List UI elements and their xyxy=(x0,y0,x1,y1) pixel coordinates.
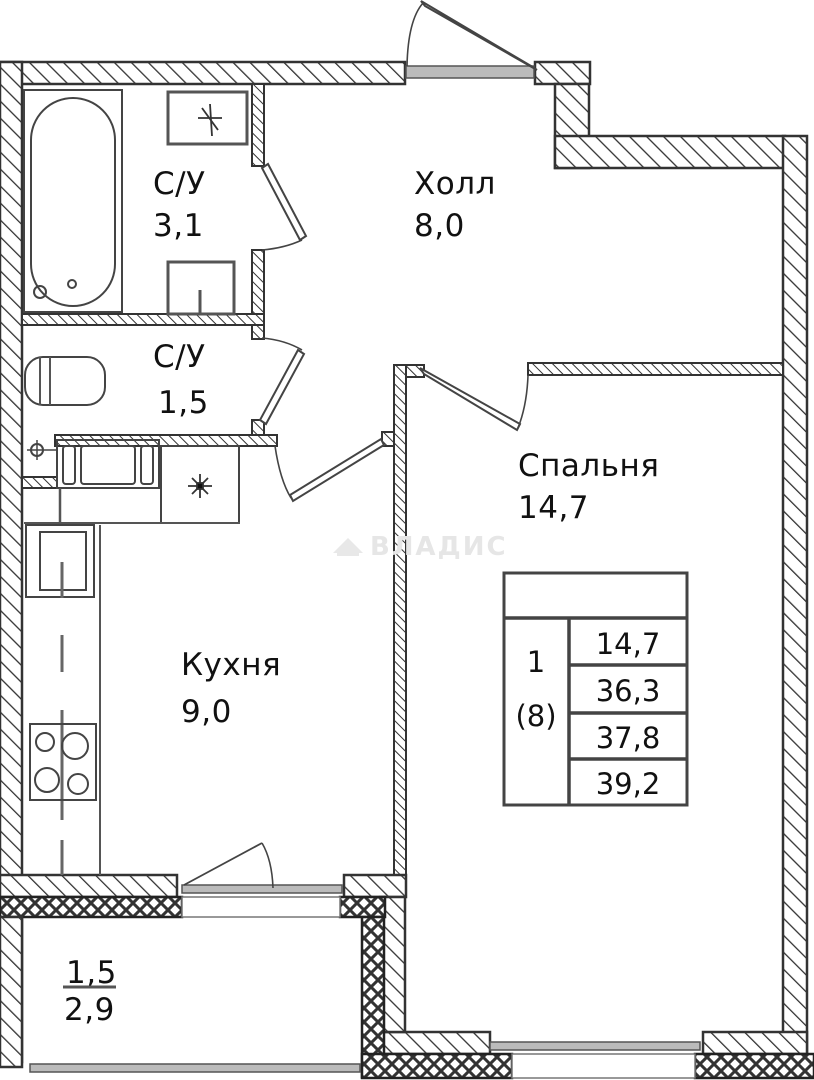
bathroom-large-name: С/У xyxy=(153,166,205,202)
wall-between-bathrooms xyxy=(21,313,265,326)
room-labels: С/У 3,1 Холл 8,0 С/У 1,5 Спальня 14,7 Ку… xyxy=(63,166,659,1028)
window-bedroom xyxy=(489,1041,701,1051)
windows xyxy=(29,884,701,1079)
balcony-insulation-top-left xyxy=(0,895,184,919)
bathtub-drain-icon xyxy=(33,285,47,299)
wall-top-right-stub xyxy=(533,60,592,86)
wall-small-bath-right-stub xyxy=(251,324,265,340)
wall-balcony-left xyxy=(0,915,24,1069)
balcony-area-full: 2,9 xyxy=(64,992,115,1028)
wall-bedroom-bottom-right xyxy=(701,1030,809,1056)
wall-kitchen-bottom-left xyxy=(0,873,179,899)
table-value-total: 37,8 xyxy=(596,721,661,755)
wall-kitchen-bottom-right xyxy=(342,873,408,899)
svg-text:ВЛАДИС: ВЛАДИС xyxy=(370,532,508,562)
wall-bath-right-upper xyxy=(251,83,265,167)
hall-name: Холл xyxy=(414,166,496,202)
wall-kitchen-bedroom xyxy=(393,364,407,891)
bathroom-large-door[interactable] xyxy=(260,162,308,251)
watermark: ВЛАДИС xyxy=(333,532,508,562)
hall-area: 8,0 xyxy=(414,208,465,244)
doors xyxy=(183,0,538,889)
table-value-area: 36,3 xyxy=(596,674,661,708)
balcony-door-opening xyxy=(181,896,341,918)
wall-bath-right-lower xyxy=(251,249,265,325)
balcony-door[interactable] xyxy=(183,842,274,889)
bathroom-small-area: 1,5 xyxy=(158,385,209,421)
walls xyxy=(0,60,814,1080)
table-value-with-balcony: 39,2 xyxy=(596,767,661,801)
balcony-insulation-top-right xyxy=(338,895,387,919)
kitchen-name: Кухня xyxy=(181,647,281,683)
bedroom-name: Спальня xyxy=(518,448,659,484)
window-kitchen xyxy=(181,884,343,894)
fan-icon xyxy=(198,103,222,137)
window-balcony xyxy=(29,1063,361,1073)
wall-bedroom-bottom-left xyxy=(378,1030,492,1056)
summary-table: 1 (8) 14,7 36,3 37,8 39,2 xyxy=(502,571,689,807)
bathroom-large-area: 3,1 xyxy=(153,208,204,244)
bathtub-faucet-icon xyxy=(67,279,77,289)
toilet-icon xyxy=(24,356,106,406)
boiler-star-icon xyxy=(188,474,212,498)
table-floor: (8) xyxy=(515,699,556,733)
entry-door[interactable] xyxy=(406,0,538,71)
balcony-insulation-bottom-mid xyxy=(360,1052,514,1080)
radiator-box xyxy=(56,439,160,489)
bedroom-door[interactable] xyxy=(419,367,529,432)
entry-door-frame xyxy=(405,65,535,79)
bathroom-small-door[interactable] xyxy=(258,337,306,426)
kitchen-sink-icon xyxy=(25,524,95,598)
table-rooms-count: 1 xyxy=(527,645,545,679)
kitchen-door[interactable] xyxy=(274,437,386,503)
fixtures xyxy=(23,89,249,875)
stove-icon xyxy=(29,723,97,801)
bedroom-area: 14,7 xyxy=(518,490,589,526)
table-value-living: 14,7 xyxy=(596,627,661,661)
bathtub-frame xyxy=(23,89,123,313)
wall-top-left xyxy=(0,60,407,86)
bathtub-icon xyxy=(30,97,116,307)
kitchen-area: 9,0 xyxy=(181,694,232,730)
bathroom-small-name: С/У xyxy=(153,339,205,375)
wall-right-exterior xyxy=(781,134,809,1056)
bedroom-window-sill xyxy=(511,1053,696,1079)
balcony-area-reduced: 1,5 xyxy=(66,955,117,991)
wall-duct-left xyxy=(21,476,58,489)
wall-hall-bedroom xyxy=(527,362,784,376)
washing-machine-icon xyxy=(166,90,249,146)
balcony-insulation-bottom-right xyxy=(693,1052,814,1080)
wall-step-horizontal xyxy=(553,134,787,170)
